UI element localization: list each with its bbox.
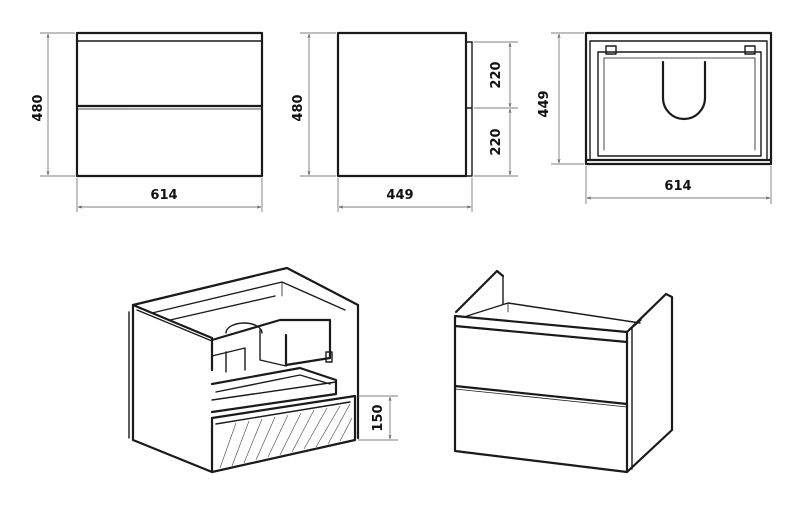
drawer-upper-label: 220	[489, 61, 504, 88]
side-depth-label: 449	[386, 188, 413, 203]
drawer-front-height-label: 150	[371, 404, 386, 431]
side-height-dimension: 480	[291, 32, 336, 177]
side-view	[336, 31, 473, 178]
top-depth-dimension: 449	[537, 32, 584, 165]
drawer-front-height-dimension: 150	[358, 395, 398, 441]
front-height-label: 480	[31, 94, 46, 121]
front-width-dimension: 614	[76, 178, 263, 212]
front-view	[75, 31, 264, 178]
front-height-dimension: 480	[31, 32, 75, 177]
drawer-front-hatching	[219, 403, 353, 469]
top-view	[584, 31, 773, 166]
top-width-label: 614	[664, 179, 691, 194]
drawer-lower-label: 220	[489, 128, 504, 155]
side-depth-dimension: 449	[337, 178, 473, 212]
top-depth-label: 449	[537, 90, 552, 117]
isometric-closed-view	[453, 269, 674, 474]
isometric-open-view	[128, 266, 360, 474]
side-height-label: 480	[291, 94, 306, 121]
drawer-dimensions: 220 220	[474, 41, 518, 177]
front-width-label: 614	[150, 188, 177, 203]
top-width-dimension: 614	[585, 166, 772, 204]
